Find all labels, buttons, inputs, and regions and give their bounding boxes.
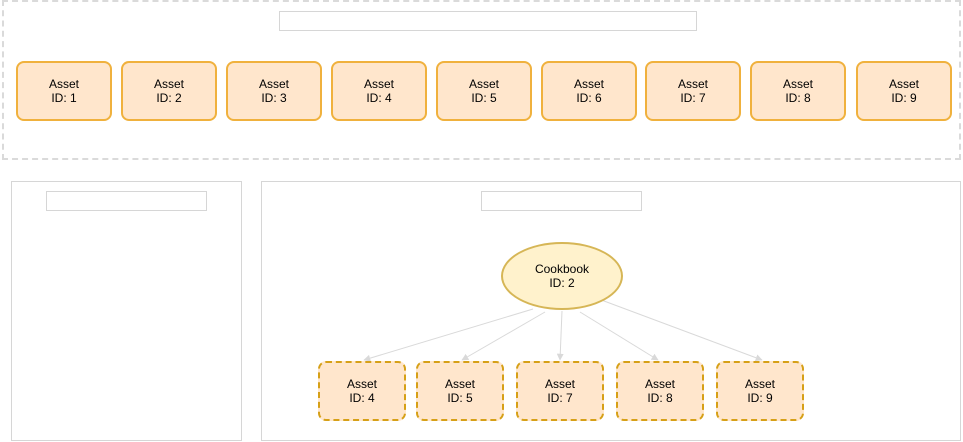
asset-label: Asset (888, 77, 919, 91)
asset-node-4[interactable]: Asset ID: 4 (331, 61, 427, 121)
assets-container (2, 0, 961, 160)
asset-label: Asset (573, 77, 604, 91)
asset-id: ID: 3 (261, 91, 287, 105)
asset-node-7[interactable]: Asset ID: 7 (645, 61, 741, 121)
asset-label: Asset (258, 77, 289, 91)
cookbook-panel-title (481, 191, 642, 211)
asset-label: Asset (346, 377, 377, 391)
cookbook-node[interactable]: Cookbook ID: 2 (501, 242, 623, 310)
asset-label: Asset (544, 377, 575, 391)
asset-id: ID: 4 (366, 91, 392, 105)
cookbook-id: ID: 2 (549, 276, 575, 290)
asset-id: ID: 4 (349, 391, 375, 405)
asset-id: ID: 5 (447, 391, 473, 405)
asset-id: ID: 9 (747, 391, 773, 405)
linked-asset-node-7[interactable]: Asset ID: 7 (516, 361, 604, 421)
asset-id: ID: 7 (680, 91, 706, 105)
asset-id: ID: 6 (576, 91, 602, 105)
asset-label: Asset (468, 77, 499, 91)
asset-label: Asset (782, 77, 813, 91)
assets-container-title (279, 11, 697, 31)
asset-id: ID: 9 (891, 91, 917, 105)
linked-asset-node-4[interactable]: Asset ID: 4 (318, 361, 406, 421)
asset-label: Asset (744, 377, 775, 391)
asset-id: ID: 8 (785, 91, 811, 105)
asset-label: Asset (363, 77, 394, 91)
asset-label: Asset (48, 77, 79, 91)
asset-node-5[interactable]: Asset ID: 5 (436, 61, 532, 121)
asset-label: Asset (677, 77, 708, 91)
asset-id: ID: 8 (647, 391, 673, 405)
asset-node-1[interactable]: Asset ID: 1 (16, 61, 112, 121)
linked-asset-node-9[interactable]: Asset ID: 9 (716, 361, 804, 421)
asset-node-3[interactable]: Asset ID: 3 (226, 61, 322, 121)
asset-node-9[interactable]: Asset ID: 9 (856, 61, 952, 121)
asset-label: Asset (153, 77, 184, 91)
asset-id: ID: 1 (51, 91, 77, 105)
asset-node-6[interactable]: Asset ID: 6 (541, 61, 637, 121)
linked-asset-node-5[interactable]: Asset ID: 5 (416, 361, 504, 421)
linked-asset-node-8[interactable]: Asset ID: 8 (616, 361, 704, 421)
asset-id: ID: 5 (471, 91, 497, 105)
asset-node-2[interactable]: Asset ID: 2 (121, 61, 217, 121)
asset-label: Asset (444, 377, 475, 391)
left-panel-title (46, 191, 207, 211)
asset-node-8[interactable]: Asset ID: 8 (750, 61, 846, 121)
asset-id: ID: 7 (547, 391, 573, 405)
cookbook-label: Cookbook (534, 262, 590, 276)
asset-id: ID: 2 (156, 91, 182, 105)
asset-label: Asset (644, 377, 675, 391)
left-panel (11, 181, 242, 441)
